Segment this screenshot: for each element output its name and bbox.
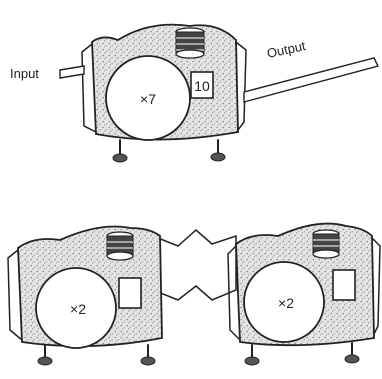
machine-bottom-left: ×2 [7, 225, 163, 366]
input-label: Input [10, 66, 39, 81]
machine-top-display-value: 10 [194, 78, 210, 94]
machine-bottom-right-display [332, 269, 356, 301]
output-pipe [243, 57, 380, 103]
machine-bottom-left-dial [35, 267, 117, 349]
machine-top-dial [105, 55, 191, 141]
machine-bottom-right-coil-icon [312, 229, 340, 259]
input-pipe [59, 65, 85, 79]
machine-bottom-left-coil-icon [106, 231, 134, 261]
machine-top: ×7 10 [59, 23, 380, 163]
output-label: Output [266, 38, 308, 61]
connector-pipe [157, 229, 237, 301]
machine-bottom-left-display [118, 277, 142, 309]
machine-bottom-left-legs [37, 344, 156, 366]
machine-top-multiplier: ×7 [140, 91, 156, 107]
machine-bottom-right-dial [243, 261, 325, 343]
machine-top-legs [112, 139, 226, 163]
machine-bottom-right-multiplier: ×2 [278, 295, 294, 311]
machine-bottom-left-multiplier: ×2 [70, 301, 86, 317]
machine-top-display [190, 71, 214, 99]
machine-bottom-right: ×2 [227, 222, 381, 366]
machine-top-coil-icon [175, 27, 205, 59]
machine-bottom-right-legs [244, 342, 360, 366]
